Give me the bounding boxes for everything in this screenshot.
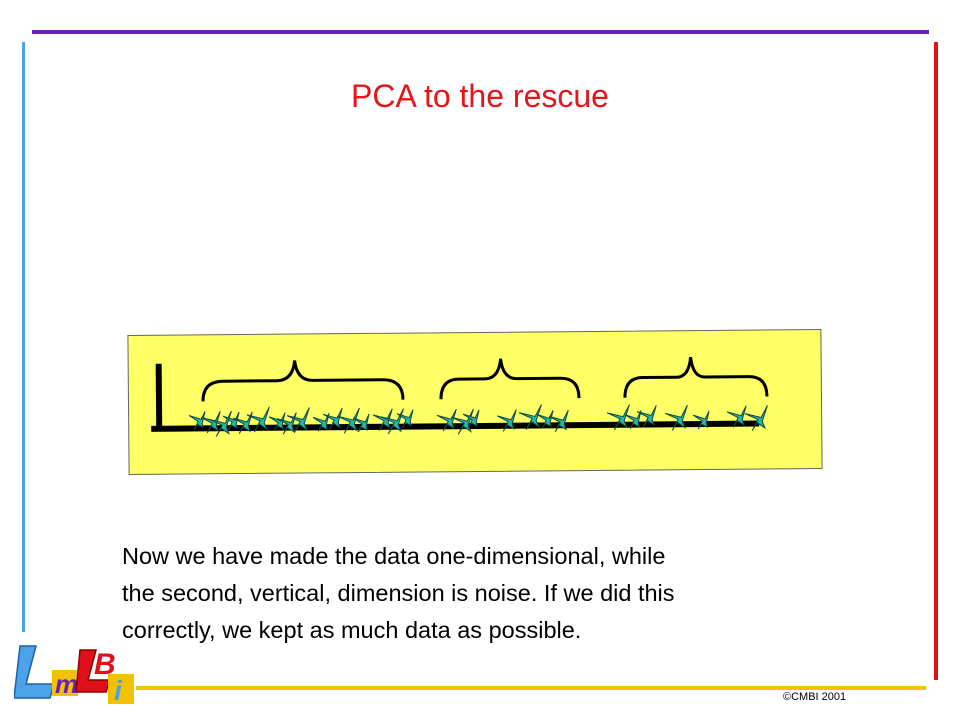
logo-letter-l xyxy=(14,645,55,699)
star-marker-icon xyxy=(268,412,286,432)
logo-box-m xyxy=(52,670,78,696)
logo-letter-m: m xyxy=(55,669,78,699)
slide-border-right xyxy=(934,42,938,680)
star-marker-icon xyxy=(276,412,297,435)
star-marker-icon xyxy=(726,405,747,428)
body-line-3: correctly, we kept as much data as possi… xyxy=(122,617,582,643)
star-marker-icon xyxy=(222,411,240,431)
star-marker-icon xyxy=(200,410,221,434)
star-marker-icon xyxy=(380,408,404,435)
star-marker-icon xyxy=(462,409,480,429)
star-marker-icon xyxy=(322,407,343,431)
cluster-brace-1 xyxy=(201,360,405,402)
star-marker-icon xyxy=(352,413,370,433)
copyright-text: ©CMBI 2001 xyxy=(783,691,847,703)
star-marker-icon xyxy=(692,410,710,430)
star-marker-icon xyxy=(744,405,768,432)
star-marker-icon xyxy=(664,404,688,431)
vertical-axis xyxy=(155,363,163,429)
body-line-1: Now we have made the data one-dimensiona… xyxy=(122,543,666,569)
star-marker-icon xyxy=(436,408,457,432)
cmbi-logo: m B i xyxy=(14,645,134,706)
slide-title: PCA to the rescue xyxy=(351,78,609,114)
logo-box-i xyxy=(108,674,134,704)
star-marker-icon xyxy=(636,405,657,428)
slide-border-left xyxy=(22,42,25,632)
slide-border-top xyxy=(32,30,929,34)
star-marker-icon xyxy=(624,410,642,429)
data-markers xyxy=(188,404,768,437)
star-marker-icon xyxy=(606,404,630,431)
slide-border-bottom xyxy=(136,686,926,690)
star-marker-icon xyxy=(372,408,393,431)
star-marker-icon xyxy=(286,407,310,434)
pca-figure-svg xyxy=(151,356,769,437)
star-marker-icon xyxy=(496,409,517,432)
logo-letter-i: i xyxy=(114,675,123,706)
body-line-2: the second, vertical, dimension is noise… xyxy=(122,580,675,606)
star-marker-icon xyxy=(312,413,330,432)
logo-letter-b: B xyxy=(94,648,116,681)
star-marker-icon xyxy=(336,407,360,434)
body-text: Now we have made the data one-dimensiona… xyxy=(122,538,902,649)
horizontal-axis xyxy=(151,420,760,432)
star-marker-icon xyxy=(536,410,554,429)
star-marker-icon xyxy=(246,406,270,433)
star-marker-icon xyxy=(518,404,542,431)
cluster-brace-3 xyxy=(623,356,769,398)
star-marker-icon xyxy=(548,409,569,433)
star-marker-icon xyxy=(188,411,206,430)
star-marker-icon xyxy=(396,409,414,428)
cluster-brace-2 xyxy=(439,358,581,400)
star-marker-icon xyxy=(232,411,253,434)
pca-figure xyxy=(127,328,823,476)
